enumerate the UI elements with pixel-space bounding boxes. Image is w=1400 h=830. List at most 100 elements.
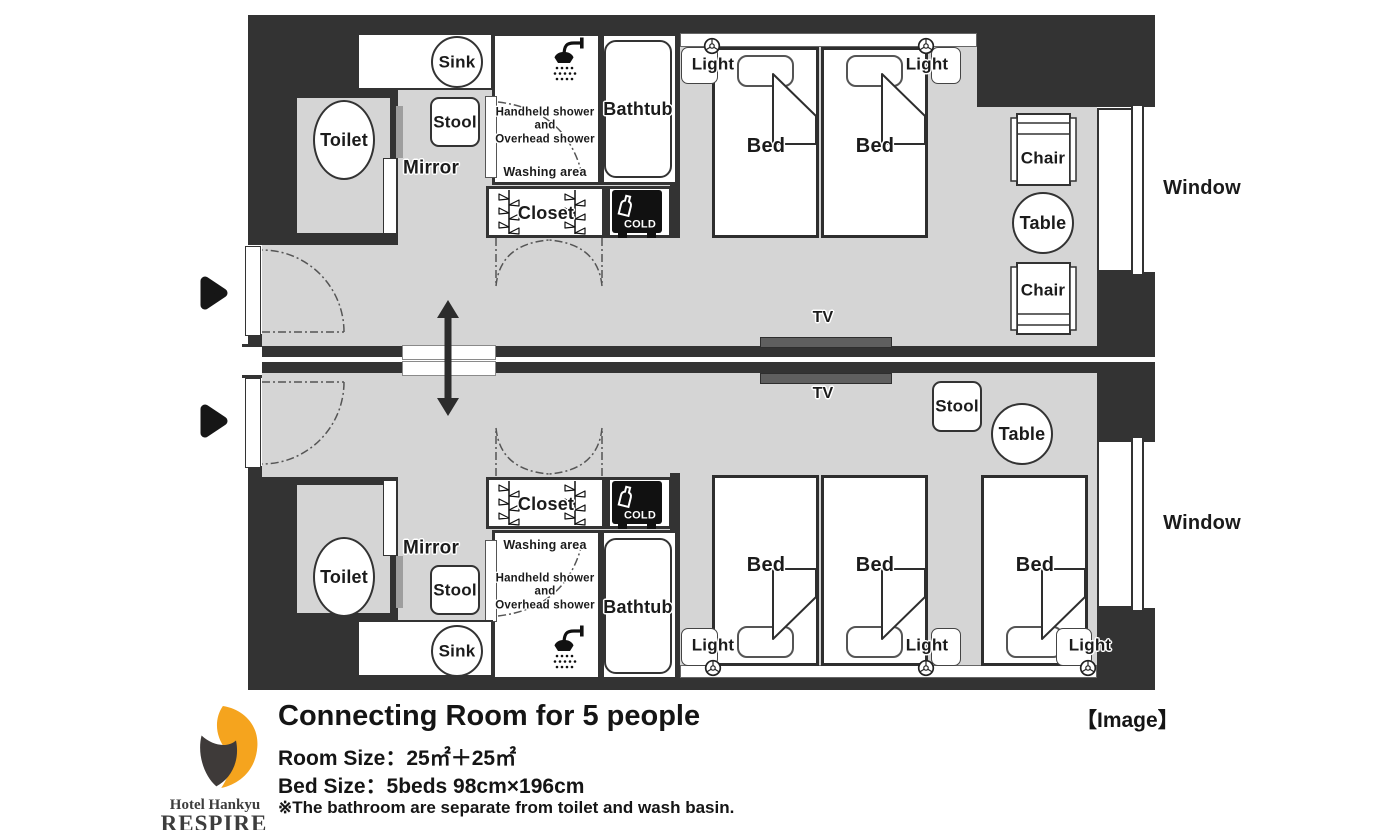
wall xyxy=(248,15,297,245)
light-label: Light xyxy=(905,635,949,655)
mirror-label: Mirror xyxy=(402,537,460,559)
chair xyxy=(1010,262,1077,335)
window-pane xyxy=(1131,436,1144,612)
stool-room xyxy=(932,381,982,432)
entry-door-swing-arc xyxy=(261,249,345,333)
toilet-label: Toilet xyxy=(320,567,368,587)
wall-divider xyxy=(262,346,1155,357)
light-label: Light xyxy=(905,54,949,74)
bathroom-note: ※The bathroom are separate from toilet a… xyxy=(278,798,735,817)
bed-label: Bed xyxy=(855,135,895,157)
mirror-strip xyxy=(396,556,403,608)
wall xyxy=(262,477,398,485)
fridge-unit xyxy=(612,190,662,233)
plan-title: Connecting Room for 5 people xyxy=(278,700,701,732)
closet-door-swing-arc xyxy=(495,238,603,287)
chair xyxy=(1010,113,1077,186)
bathtub-label: Bathtub xyxy=(603,99,673,119)
closet-inner-wall xyxy=(602,186,610,238)
chair-label: Chair xyxy=(1020,280,1066,300)
shower-icon xyxy=(553,37,584,81)
wall xyxy=(248,466,262,480)
light-icon xyxy=(1079,659,1097,677)
shower-label: Overhead shower xyxy=(495,133,595,146)
wall xyxy=(248,233,398,245)
stool-bath xyxy=(430,565,480,615)
bathroom-door xyxy=(485,96,497,178)
bottle-icon xyxy=(617,485,633,509)
sink-basin xyxy=(431,625,483,677)
bed-size-text: Bed Size：5beds 98cm×196cm xyxy=(278,775,585,798)
entry-door xyxy=(245,246,261,336)
bathtub xyxy=(604,40,672,178)
wall xyxy=(248,613,398,621)
fridge-unit xyxy=(612,481,662,524)
toilet-fixture xyxy=(313,537,375,617)
table xyxy=(1012,192,1074,254)
bath-door-swing-arc xyxy=(497,101,583,175)
connecting-arrow-icon xyxy=(437,300,459,416)
fridge-foot xyxy=(647,233,656,238)
hanger-icon xyxy=(498,190,520,235)
nightstand xyxy=(681,628,718,666)
light-icon xyxy=(917,659,935,677)
bed-label: Bed xyxy=(855,554,895,576)
sink-label: Sink xyxy=(438,641,476,661)
entrance-marker-icon xyxy=(200,276,228,310)
closet-label: Closet xyxy=(517,494,575,514)
mirror-label: Mirror xyxy=(402,157,460,179)
shower-icon xyxy=(553,625,584,669)
headboard-shelf xyxy=(680,33,977,47)
wall xyxy=(977,15,1155,107)
nightstand xyxy=(931,628,961,666)
bathtub xyxy=(604,538,672,674)
light-icon xyxy=(703,37,721,55)
light-icon xyxy=(917,37,935,55)
bed-label: Bed xyxy=(1015,554,1055,576)
nightstand xyxy=(1056,628,1092,666)
bed xyxy=(712,475,819,666)
window-pane xyxy=(1131,104,1144,276)
sink-basin xyxy=(431,36,483,88)
bed-label: Bed xyxy=(746,554,786,576)
hanger-icon xyxy=(564,481,586,526)
bed xyxy=(821,475,928,666)
wall xyxy=(248,677,1155,690)
bathtub-label: Bathtub xyxy=(603,597,673,617)
room-separator-line xyxy=(248,357,1155,362)
shower-label: Handheld shower xyxy=(495,106,595,119)
hanger-icon xyxy=(564,190,586,235)
bed xyxy=(821,47,928,238)
bottle-icon xyxy=(617,194,633,218)
fridge-foot xyxy=(618,233,627,238)
washing-area-label: Washing area xyxy=(503,537,587,552)
wall-divider xyxy=(262,362,1155,373)
light-label: Light xyxy=(1068,635,1112,655)
stool-bath xyxy=(430,97,480,147)
shower-label: Handheld shower xyxy=(495,572,595,585)
hotel-logo xyxy=(200,706,258,788)
logo-gray-shape xyxy=(200,735,238,787)
logo-brand-name: RESPIRE xyxy=(160,811,268,830)
wall xyxy=(248,15,1155,33)
shower-label: Overhead shower xyxy=(495,599,595,612)
tv-label: TV xyxy=(812,309,834,326)
footboard-shelf xyxy=(680,665,1097,678)
chair-label: Chair xyxy=(1020,148,1066,168)
light-label: Light xyxy=(691,54,735,74)
fridge-foot xyxy=(618,524,627,529)
bath-door-swing-arc xyxy=(497,543,583,617)
tv-unit xyxy=(760,373,892,384)
shower-label: and xyxy=(534,119,556,132)
bed xyxy=(712,47,819,238)
cold-label: COLD xyxy=(624,509,656,522)
toilet-fixture xyxy=(313,100,375,180)
wall xyxy=(262,90,398,98)
light-label: Light xyxy=(691,635,735,655)
table-label: Table xyxy=(998,424,1046,444)
table-label: Table xyxy=(1019,213,1067,233)
table xyxy=(991,403,1053,465)
toilet-door xyxy=(383,480,397,556)
entry-door-swing-arc xyxy=(261,381,345,465)
